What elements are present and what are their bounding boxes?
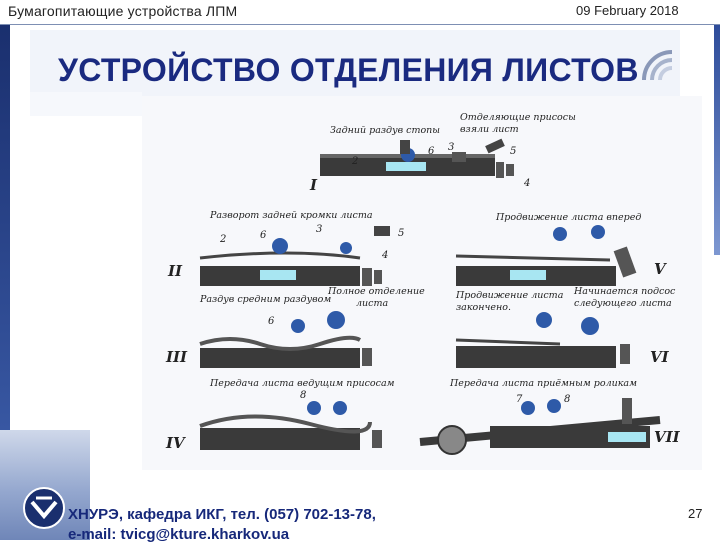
stage-label-6: VI [650,348,670,366]
suction-cup-icon [307,401,321,415]
annotation-top-center: Задний раздув стопы [330,125,440,136]
part-number: 6 [428,146,435,157]
title-band-inner [30,92,142,116]
part-number: 8 [564,394,570,405]
slide-title: УСТРОЙСТВО ОТДЕЛЕНИЯ ЛИСТОВ [58,52,639,89]
annotation-right-3d: следующего листа [574,298,672,309]
stage-label-1: I [309,176,318,194]
suction-cup-icon [291,319,305,333]
part-number: 2 [219,234,226,245]
stage-5: V Продвижение листа вперед [456,212,667,286]
annotation-top-right-2: взяли лист [460,124,519,135]
stage-3: III Раздув средним раздувом Полное отдел… [165,286,425,368]
stage-label-7: VII [654,428,681,446]
header-left-text: Бумагопитающие устройства ЛПМ [8,3,237,19]
header-divider [0,24,720,25]
header-date: 09 February 2018 [576,3,679,18]
stage-label-2: II [167,262,183,280]
roller-icon [438,426,466,454]
annotation-left-2: Разворот задней кромки листа [209,210,373,221]
annotation-top-right-1: Отделяющие присосы [460,112,576,123]
part-number: 4 [523,178,530,189]
suction-cup-icon [553,227,567,241]
suction-cup-icon [327,311,345,329]
footer-contact-line-1: ХНУРЭ, кафедра ИКГ, тел. (057) 702-13-78… [68,506,376,523]
suction-cup-icon [333,401,347,415]
suction-cup-icon [581,317,599,335]
annotation-right-3a: Продвижение листа [455,290,564,301]
stage-2: II Разворот задней кромки листа 2 6 3 5 … [167,210,404,286]
part-number: 6 [268,316,275,327]
stage-label-3: III [165,348,188,366]
suction-cup-icon [591,225,605,239]
stage-1: I Задний раздув стопы Отделяющие присосы… [309,112,576,194]
annotation-mid-3b: листа [356,298,388,309]
sheet-separation-diagram: I Задний раздув стопы Отделяющие присосы… [160,108,690,474]
annotation-right-3c: Начинается подсос [573,286,676,297]
stage-4: IV Передача листа ведущим присосам 8 [165,378,395,452]
suction-cup-icon [272,238,288,254]
part-number: 5 [398,228,404,239]
page-number: 27 [688,506,702,521]
stage-label-5: V [654,260,667,278]
part-number: 7 [516,394,523,405]
part-number: 8 [300,390,306,401]
right-accent-bar [714,25,720,255]
suction-cup-icon [340,242,352,254]
annotation-right-3b: закончено. [456,302,511,313]
left-accent-bar [0,25,10,460]
annotation-left-3: Раздув средним раздувом [199,294,331,305]
suction-cup-icon [536,312,552,328]
part-number: 3 [448,142,454,153]
wifi-waves-icon [636,44,682,84]
annotation-right-4: Передача листа приёмным роликам [449,378,637,389]
stage-label-4: IV [165,434,186,452]
university-logo-icon [22,486,66,530]
part-number: 5 [510,146,516,157]
annotation-right-2: Продвижение листа вперед [495,212,641,223]
footer-contact-line-2[interactable]: e-mail: tvicg@kture.kharkov.ua [68,526,289,543]
part-number: 2 [351,156,358,167]
annotation-left-4: Передача листа ведущим присосам [209,378,395,389]
part-number: 6 [260,230,267,241]
suction-cup-icon [521,401,535,415]
suction-cup-icon [547,399,561,413]
part-number: 3 [316,224,322,235]
part-number: 4 [381,250,388,261]
stage-7: VII Передача листа приёмным роликам 7 8 [420,378,681,454]
annotation-mid-3a: Полное отделение [327,286,425,297]
stage-6: VI Продвижение листа закончено. Начинает… [455,286,676,368]
